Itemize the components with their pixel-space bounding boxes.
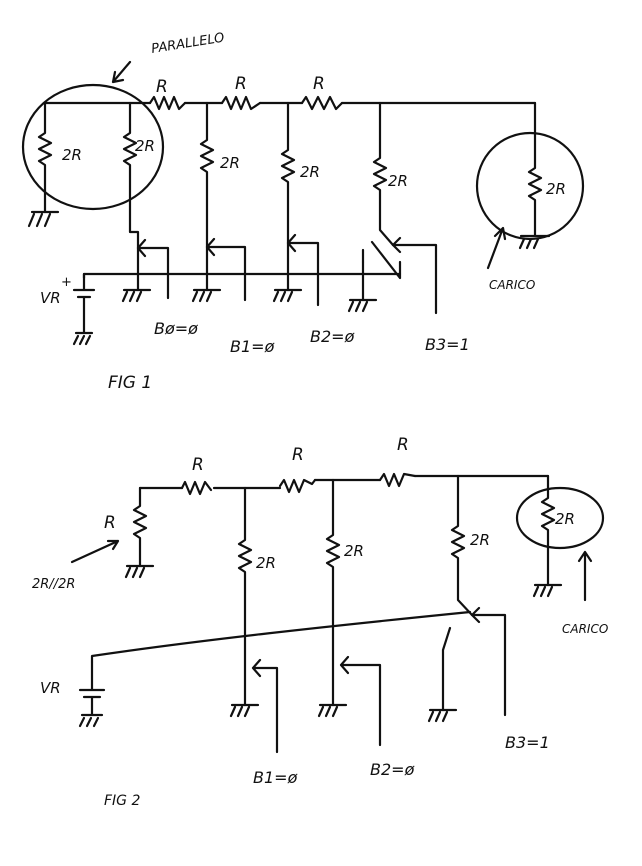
fig2-end-resistor	[132, 486, 148, 568]
fig2-load-arrow	[577, 550, 593, 602]
fig1-reference-bus	[82, 272, 402, 280]
fig1-shunt-label-5: 2R	[388, 172, 408, 190]
fig2-switch-bit3	[470, 606, 507, 717]
fig1-source-battery	[72, 272, 96, 346]
fig1-load-text: CARICO	[489, 278, 535, 292]
fig2-caption: FIG 2	[104, 793, 140, 809]
fig1-shunt-leg-3	[372, 101, 395, 247]
fig2-switch-bit1	[251, 658, 279, 754]
fig2-load-resistor-label: 2R	[555, 510, 575, 528]
fig2-series-resistor-3	[378, 472, 417, 488]
fig2-series-resistor-2	[278, 478, 317, 494]
fig1-ground-load	[518, 234, 551, 250]
fig1-series-label-2: R	[235, 74, 247, 94]
fig1-bit1-label: B1=ø	[230, 337, 275, 356]
fig2-end-note: 2R//2R	[32, 577, 75, 592]
fig1-shunt-label-4: 2R	[300, 163, 320, 181]
fig2-bit1-label: B1=ø	[253, 768, 298, 787]
fig1-switch-bit2	[286, 233, 320, 307]
fig1-diagram: PARALLELO R R R 2R 2R 2R 2R 2R 2R CARICO…	[21, 31, 585, 393]
fig2-reference-line	[90, 610, 472, 664]
fig2-shunt-label-3: 2R	[470, 531, 490, 549]
fig1-load-circle	[475, 131, 585, 241]
fig2-ground-bit1	[229, 703, 260, 718]
fig1-parallel-circle	[21, 83, 165, 211]
fig1-ground-bit3	[347, 260, 378, 313]
fig1-source-plus: +	[61, 275, 72, 290]
fig1-shunt-leg-2	[280, 101, 296, 292]
fig1-bit2-label: B2=ø	[310, 327, 355, 346]
fig2-ground-load	[532, 583, 563, 598]
fig1-switch-bit0	[136, 238, 170, 300]
fig1-ground-left	[27, 210, 60, 228]
fig1-ground-bit2	[272, 288, 303, 303]
fig2-shunt-leg-3	[450, 474, 474, 617]
fig2-shunt-leg-1	[237, 486, 253, 707]
fig2-source-battery	[78, 660, 106, 728]
fig1-load-resistor-label: 2R	[546, 180, 566, 198]
fig1-switch-bit1	[205, 237, 247, 302]
fig1-caption: FIG 1	[108, 373, 152, 393]
fig2-top-rail	[138, 474, 550, 490]
fig1-source-label: VR	[40, 289, 61, 307]
fig1-shunt-label-3: 2R	[220, 154, 240, 172]
fig1-bit0-label: Bø=ø	[154, 319, 198, 338]
fig1-series-label-1: R	[156, 77, 168, 97]
fig2-ground-bit3	[427, 708, 458, 723]
fig2-shunt-leg-2	[325, 478, 341, 707]
fig2-series-resistor-1	[180, 480, 213, 496]
fig2-shunt-label-1: 2R	[256, 554, 276, 572]
fig2-switch-bit2	[339, 655, 382, 747]
fig2-end-resistor-label: R	[104, 513, 116, 533]
fig1-series-label-3: R	[313, 74, 325, 94]
fig2-shunt-label-2: 2R	[344, 542, 364, 560]
fig2-bit2-label: B2=ø	[370, 760, 415, 779]
fig1-load-arrow	[486, 226, 507, 270]
fig1-switch-bit3-blade	[361, 240, 402, 280]
fig2-diagram: R R R R 2R//2R 2R 2R 2R 2R CARICO VR B1=…	[32, 435, 608, 809]
fig2-ground-bit2	[317, 703, 348, 718]
fig1-series-resistor-1	[148, 95, 187, 111]
fig1-ground-bit1	[191, 288, 222, 303]
fig1-parallel-note: PARALLELO	[150, 31, 225, 57]
fig1-load-leg	[527, 101, 543, 238]
fig1-series-resistor-2	[220, 95, 262, 111]
fig2-series-label-2: R	[292, 445, 304, 465]
fig1-parallel-left-branch	[37, 101, 53, 214]
fig2-series-label-3: R	[397, 435, 409, 455]
fig2-load-text: CARICO	[562, 622, 608, 636]
fig2-bit3-label: B3=1	[505, 733, 550, 752]
fig1-shunt-label-2: 2R	[135, 137, 155, 155]
fig1-ground-bit0	[121, 288, 152, 303]
fig2-load-circle	[515, 486, 605, 550]
fig2-load-leg	[540, 474, 556, 587]
fig1-bit3-label: B3=1	[425, 335, 470, 354]
fig2-end-arrow	[70, 539, 120, 564]
fig1-shunt-leg-1	[199, 101, 215, 292]
fig1-parallel-arrow	[111, 60, 132, 84]
fig1-parallel-right-branch	[122, 101, 140, 292]
fig2-switch-bit3-blade	[441, 626, 452, 712]
fig2-ground-end	[124, 564, 155, 579]
fig1-shunt-label-1: 2R	[62, 146, 82, 164]
fig2-source-label: VR	[40, 679, 61, 697]
fig1-series-resistor-3	[300, 95, 344, 111]
fig1-switch-bit3	[391, 236, 438, 315]
fig2-series-label-1: R	[192, 455, 204, 475]
